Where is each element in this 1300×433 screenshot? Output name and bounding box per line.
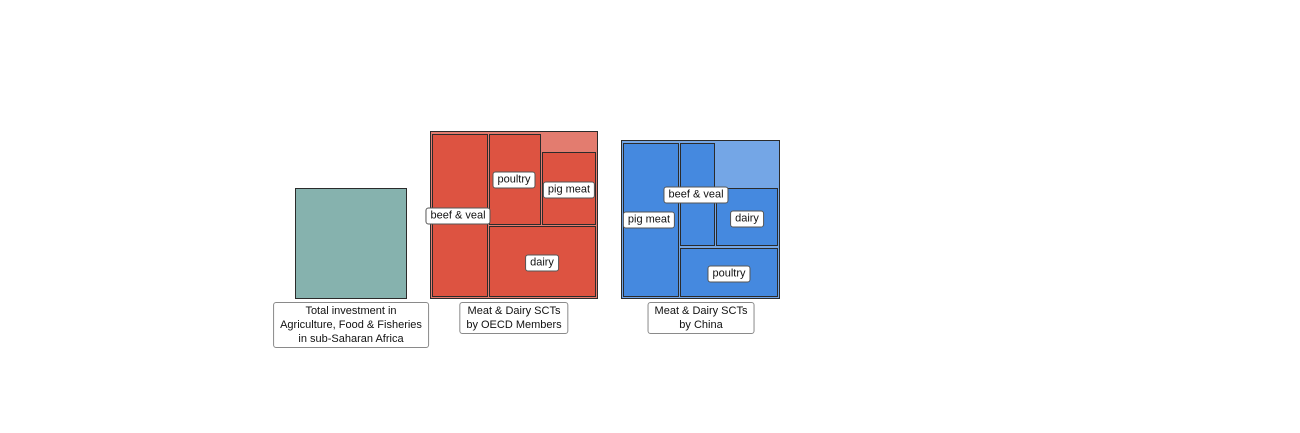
caption-line: Agriculture, Food & Fisheries [280, 319, 422, 331]
china-dairy-label: dairy [730, 210, 764, 228]
total-investment-caption: Total investment in Agriculture, Food & … [273, 302, 429, 348]
china-beef-veal-label: beef & veal [663, 186, 729, 204]
caption-line: by OECD Members [466, 319, 562, 331]
oecd-poultry-label: poultry [492, 171, 536, 189]
caption-line: Total investment in [305, 305, 397, 317]
china-poultry-label: poultry [707, 265, 751, 283]
oecd-beef-veal-label: beef & veal [425, 207, 491, 225]
oecd-dairy-label: dairy [525, 254, 559, 272]
oecd-pig-meat-label: pig meat [542, 181, 596, 199]
china-caption: Meat & Dairy SCTs by China [647, 302, 755, 334]
total-investment-square [295, 188, 407, 299]
caption-line: by China [679, 319, 723, 331]
caption-line: in sub-Saharan Africa [298, 333, 404, 345]
caption-line: Meat & Dairy SCTs [654, 305, 748, 317]
caption-line: Meat & Dairy SCTs [467, 305, 561, 317]
oecd-caption: Meat & Dairy SCTs by OECD Members [459, 302, 569, 334]
china-pig-meat-label: pig meat [622, 211, 676, 229]
